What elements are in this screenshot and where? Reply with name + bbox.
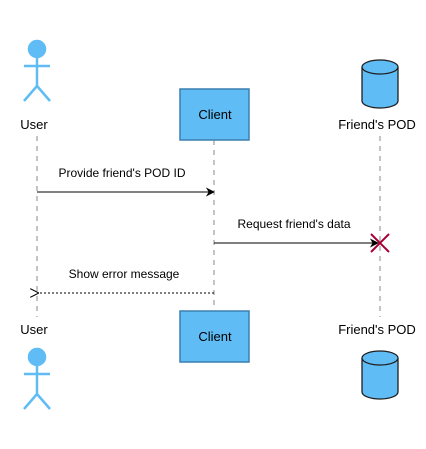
client-box-top: Client xyxy=(179,88,250,141)
client-label-top: Client xyxy=(198,107,232,122)
user-actor-icon-top xyxy=(23,39,51,102)
pod-label-top: Friend's POD xyxy=(338,117,416,132)
pod-label-bottom: Friend's POD xyxy=(338,322,416,337)
client-box-bottom: Client xyxy=(179,310,250,363)
user-actor-icon-bottom xyxy=(23,347,51,410)
message-3-label: Show error message xyxy=(69,267,180,281)
client-label-bottom: Client xyxy=(198,329,232,344)
database-icon-bottom xyxy=(361,350,399,400)
user-label-top: User xyxy=(20,117,48,132)
user-label-bottom: User xyxy=(20,322,48,337)
destroy-x-icon xyxy=(370,233,390,253)
message-1-label: Provide friend's POD ID xyxy=(58,166,185,180)
message-2-label: Request friend's data xyxy=(237,217,350,231)
database-icon-top xyxy=(361,59,399,109)
